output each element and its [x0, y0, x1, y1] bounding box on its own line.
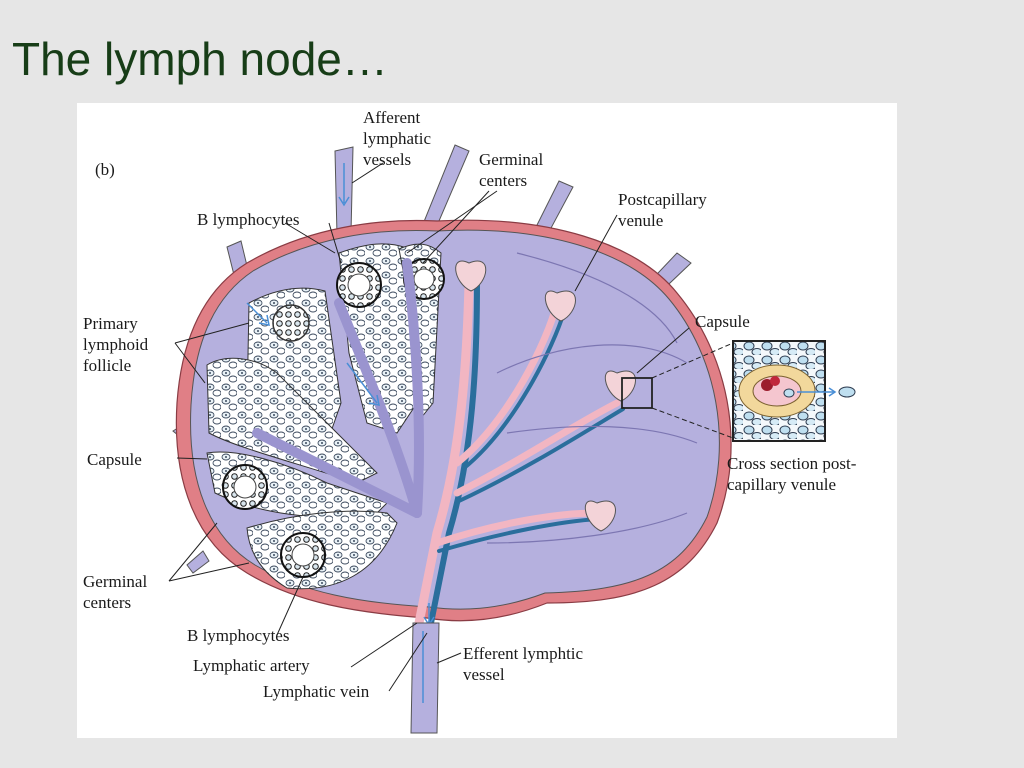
label-efferent-vessel: Efferent lymphtic vessel: [463, 643, 583, 685]
blood-vessels: [412, 278, 625, 638]
lymph-node-diagram: [168, 144, 856, 734]
label-primary-lymphoid-follicle: Primary lymphoid follicle: [83, 313, 148, 376]
cross-section-highlight: [621, 377, 653, 409]
medulla-sinuses: [486, 252, 698, 544]
capillary-loops: [455, 260, 636, 532]
label-text: Cross section post- capillary venule: [727, 454, 857, 494]
efferent-vessel: [410, 622, 440, 734]
cross-section-inset: [732, 340, 856, 442]
label-text: Germinal centers: [479, 150, 544, 190]
panel-label: (b): [95, 160, 115, 179]
medullary-channels: [252, 258, 424, 518]
label-capsule-left: Capsule: [87, 450, 142, 469]
lymph-node-figure: (b) Afferent lymphatic vessels Germinal …: [77, 103, 897, 738]
label-text: Afferent lymphatic vessels: [363, 108, 431, 169]
label-germinal-centers-top: Germinal centers: [479, 149, 543, 191]
label-cross-section: Cross section post- capillary venule: [727, 453, 856, 495]
label-b-lymphocytes-bottom: B lymphocytes: [187, 626, 290, 645]
leader-lines: [168, 162, 690, 692]
slide-title: The lymph node…: [12, 33, 388, 85]
label-capsule-right: Capsule: [695, 312, 750, 331]
label-postcapillary-venule: Postcapillary venule: [618, 189, 707, 231]
label-afferent-vessels: Afferent lymphatic vessels: [363, 107, 431, 170]
label-text: Postcapillary venule: [618, 190, 707, 230]
label-lymphatic-vein: Lymphatic vein: [263, 682, 370, 701]
label-text: Primary lymphoid follicle: [83, 314, 149, 375]
label-b-lymphocytes-top: B lymphocytes: [197, 210, 300, 229]
label-text: Germinal centers: [83, 572, 148, 612]
germinal-centers: [222, 258, 445, 578]
label-lymphatic-artery: Lymphatic artery: [193, 656, 310, 675]
label-germinal-centers-bottom: Germinal centers: [83, 571, 147, 613]
label-text: Efferent lymphtic vessel: [463, 644, 584, 684]
